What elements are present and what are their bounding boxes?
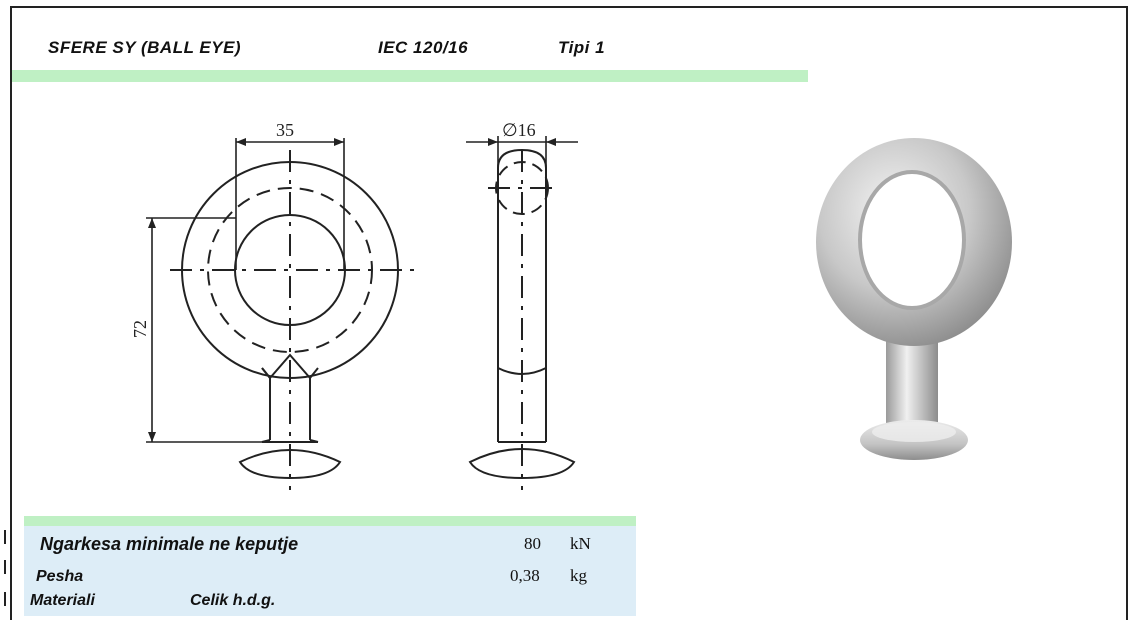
- load-unit: kN: [570, 534, 591, 553]
- front-width-dimension: 35: [276, 120, 294, 140]
- material-label: Materiali: [30, 592, 95, 609]
- weight-label: Pesha: [36, 568, 84, 585]
- ball-eye-3d-render: [816, 138, 1012, 460]
- frame-left-border: [10, 6, 12, 620]
- front-height-dimension: 72: [130, 320, 150, 338]
- weight-unit: kg: [570, 566, 587, 585]
- spec-panel-green-bar: [24, 516, 636, 526]
- front-view-ball: [238, 449, 342, 480]
- standard-code: IEC 120/16: [378, 38, 469, 57]
- header-title-row: SFERE SY (BALL EYE) IEC 120/16 Tipi 1: [48, 36, 748, 64]
- product-name: SFERE SY (BALL EYE): [48, 38, 242, 57]
- load-value: 80: [524, 534, 541, 553]
- side-diameter-dimension: ∅16: [502, 120, 536, 140]
- product-type: Tipi 1: [558, 38, 606, 57]
- load-label: Ngarkesa minimale ne keputje: [40, 534, 299, 554]
- frame-top-border: [10, 6, 1128, 8]
- side-view-ball: [468, 448, 576, 480]
- weight-value: 0,38: [510, 566, 540, 585]
- material-value: Celik h.d.g.: [190, 592, 276, 609]
- frame-right-border: [1126, 6, 1128, 620]
- left-edge-marks: [0, 530, 10, 620]
- side-view-body: [497, 148, 547, 375]
- header-green-bar: [12, 70, 808, 82]
- spec-panel: [24, 516, 636, 616]
- technical-drawing: 35 72 ∅16: [130, 120, 578, 490]
